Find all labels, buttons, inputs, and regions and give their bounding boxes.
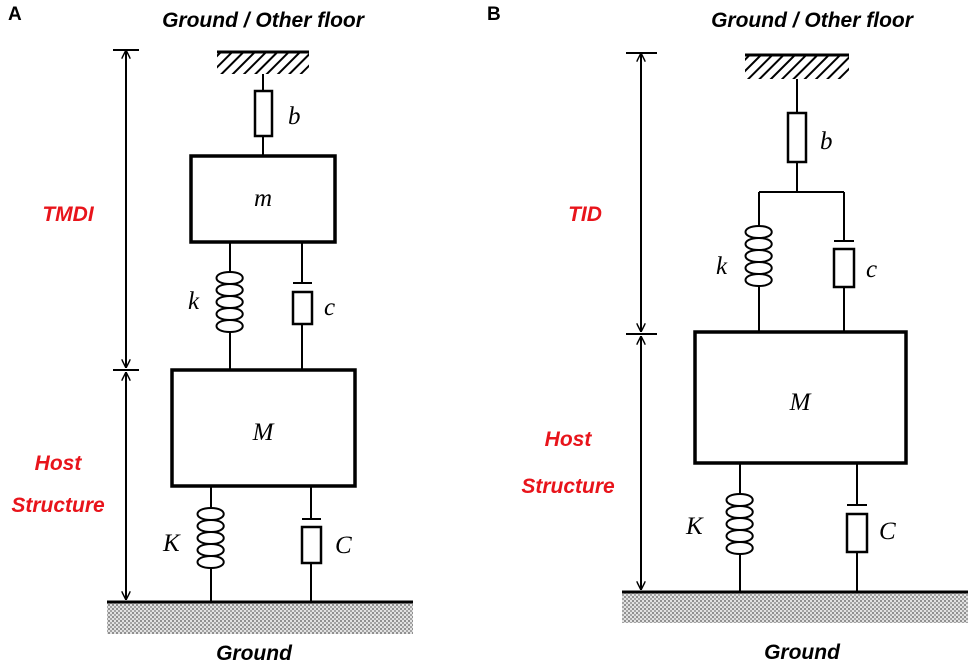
panel-a-lower-spring bbox=[196, 486, 225, 602]
panel-a-lower-damper-symbol: C bbox=[335, 532, 352, 559]
panel-b-lower-region-label-line1: Host bbox=[545, 428, 593, 451]
panel-a-top-boundary-label: Ground / Other floor bbox=[162, 9, 366, 32]
panel-a: A Ground / Other floor b m k bbox=[8, 4, 413, 665]
panel-a-lower-damper bbox=[300, 486, 323, 602]
panel-b-letter: B bbox=[487, 4, 501, 25]
panel-a-upper-damper bbox=[291, 242, 314, 370]
panel-b-upper-damper bbox=[832, 192, 856, 332]
panel-b-dimension-lines bbox=[626, 52, 657, 590]
panel-b-top-boundary-label: Ground / Other floor bbox=[711, 9, 915, 32]
panel-a-lower-region-label-line2: Structure bbox=[11, 494, 105, 517]
panel-a-upper-damper-symbol: c bbox=[324, 294, 335, 321]
panel-b-upper-spring bbox=[744, 192, 773, 332]
panel-b-upper-damper-symbol: c bbox=[866, 256, 877, 283]
panel-b-lower-damper bbox=[845, 463, 869, 592]
panel-b-bottom-boundary-label: Ground bbox=[764, 641, 841, 664]
panel-b-lower-region-label-line2: Structure bbox=[521, 475, 615, 498]
panel-a-inerter bbox=[253, 74, 274, 156]
panel-a-dimension-lines bbox=[113, 49, 139, 600]
panel-b: B Ground / Other floor b k bbox=[487, 4, 968, 664]
panel-b-main-mass-symbol: M bbox=[789, 389, 812, 416]
panel-a-lower-region-label-line1: Host bbox=[35, 452, 83, 475]
panel-a-small-mass-symbol: m bbox=[254, 185, 272, 212]
panel-b-ground bbox=[622, 590, 968, 623]
panel-b-lower-spring bbox=[725, 463, 754, 592]
panel-a-inerter-symbol: b bbox=[288, 103, 301, 130]
panel-b-ceiling-support bbox=[745, 53, 849, 79]
panel-a-upper-spring-symbol: k bbox=[188, 288, 200, 315]
panel-a-main-mass-symbol: M bbox=[252, 419, 275, 446]
panel-a-ground bbox=[107, 600, 413, 634]
panel-a-letter: A bbox=[8, 4, 22, 25]
panel-b-upper-region-label: TID bbox=[568, 203, 602, 226]
panel-a-small-mass bbox=[189, 154, 337, 244]
panel-a-ceiling-support bbox=[217, 50, 309, 74]
panel-a-bottom-boundary-label: Ground bbox=[216, 642, 293, 665]
panel-a-upper-region-label: TMDI bbox=[42, 203, 94, 226]
panel-b-inerter bbox=[786, 79, 808, 192]
panel-b-upper-spring-symbol: k bbox=[716, 253, 728, 280]
panel-b-lower-damper-symbol: C bbox=[879, 518, 896, 545]
panel-b-main-mass bbox=[693, 330, 908, 465]
panel-b-inerter-symbol: b bbox=[820, 128, 833, 155]
panel-b-lower-spring-symbol: K bbox=[685, 513, 704, 540]
panel-a-upper-spring bbox=[215, 242, 244, 370]
panel-a-lower-spring-symbol: K bbox=[162, 530, 181, 557]
panel-a-main-mass bbox=[170, 368, 357, 488]
